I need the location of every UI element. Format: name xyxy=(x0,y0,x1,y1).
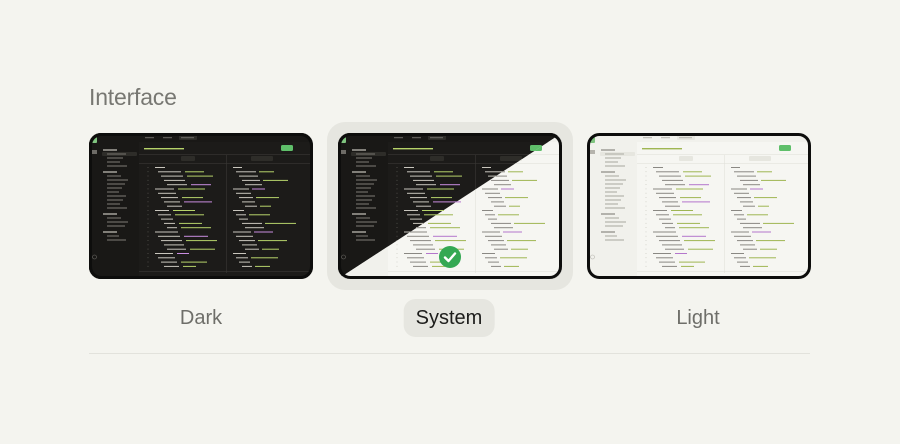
theme-option-dark[interactable] xyxy=(78,122,324,290)
theme-label-system[interactable]: System xyxy=(403,299,495,337)
light-theme-preview xyxy=(587,133,811,279)
section-title: Interface xyxy=(89,84,177,110)
system-theme-preview xyxy=(338,133,562,279)
check-circle-icon xyxy=(439,246,461,268)
section-divider xyxy=(89,353,810,354)
theme-option-light[interactable] xyxy=(576,122,822,290)
theme-label-light[interactable]: Light xyxy=(676,307,720,329)
theme-label-dark[interactable]: Dark xyxy=(179,307,223,329)
dark-theme-preview xyxy=(89,133,313,279)
theme-option-system[interactable] xyxy=(327,122,573,290)
